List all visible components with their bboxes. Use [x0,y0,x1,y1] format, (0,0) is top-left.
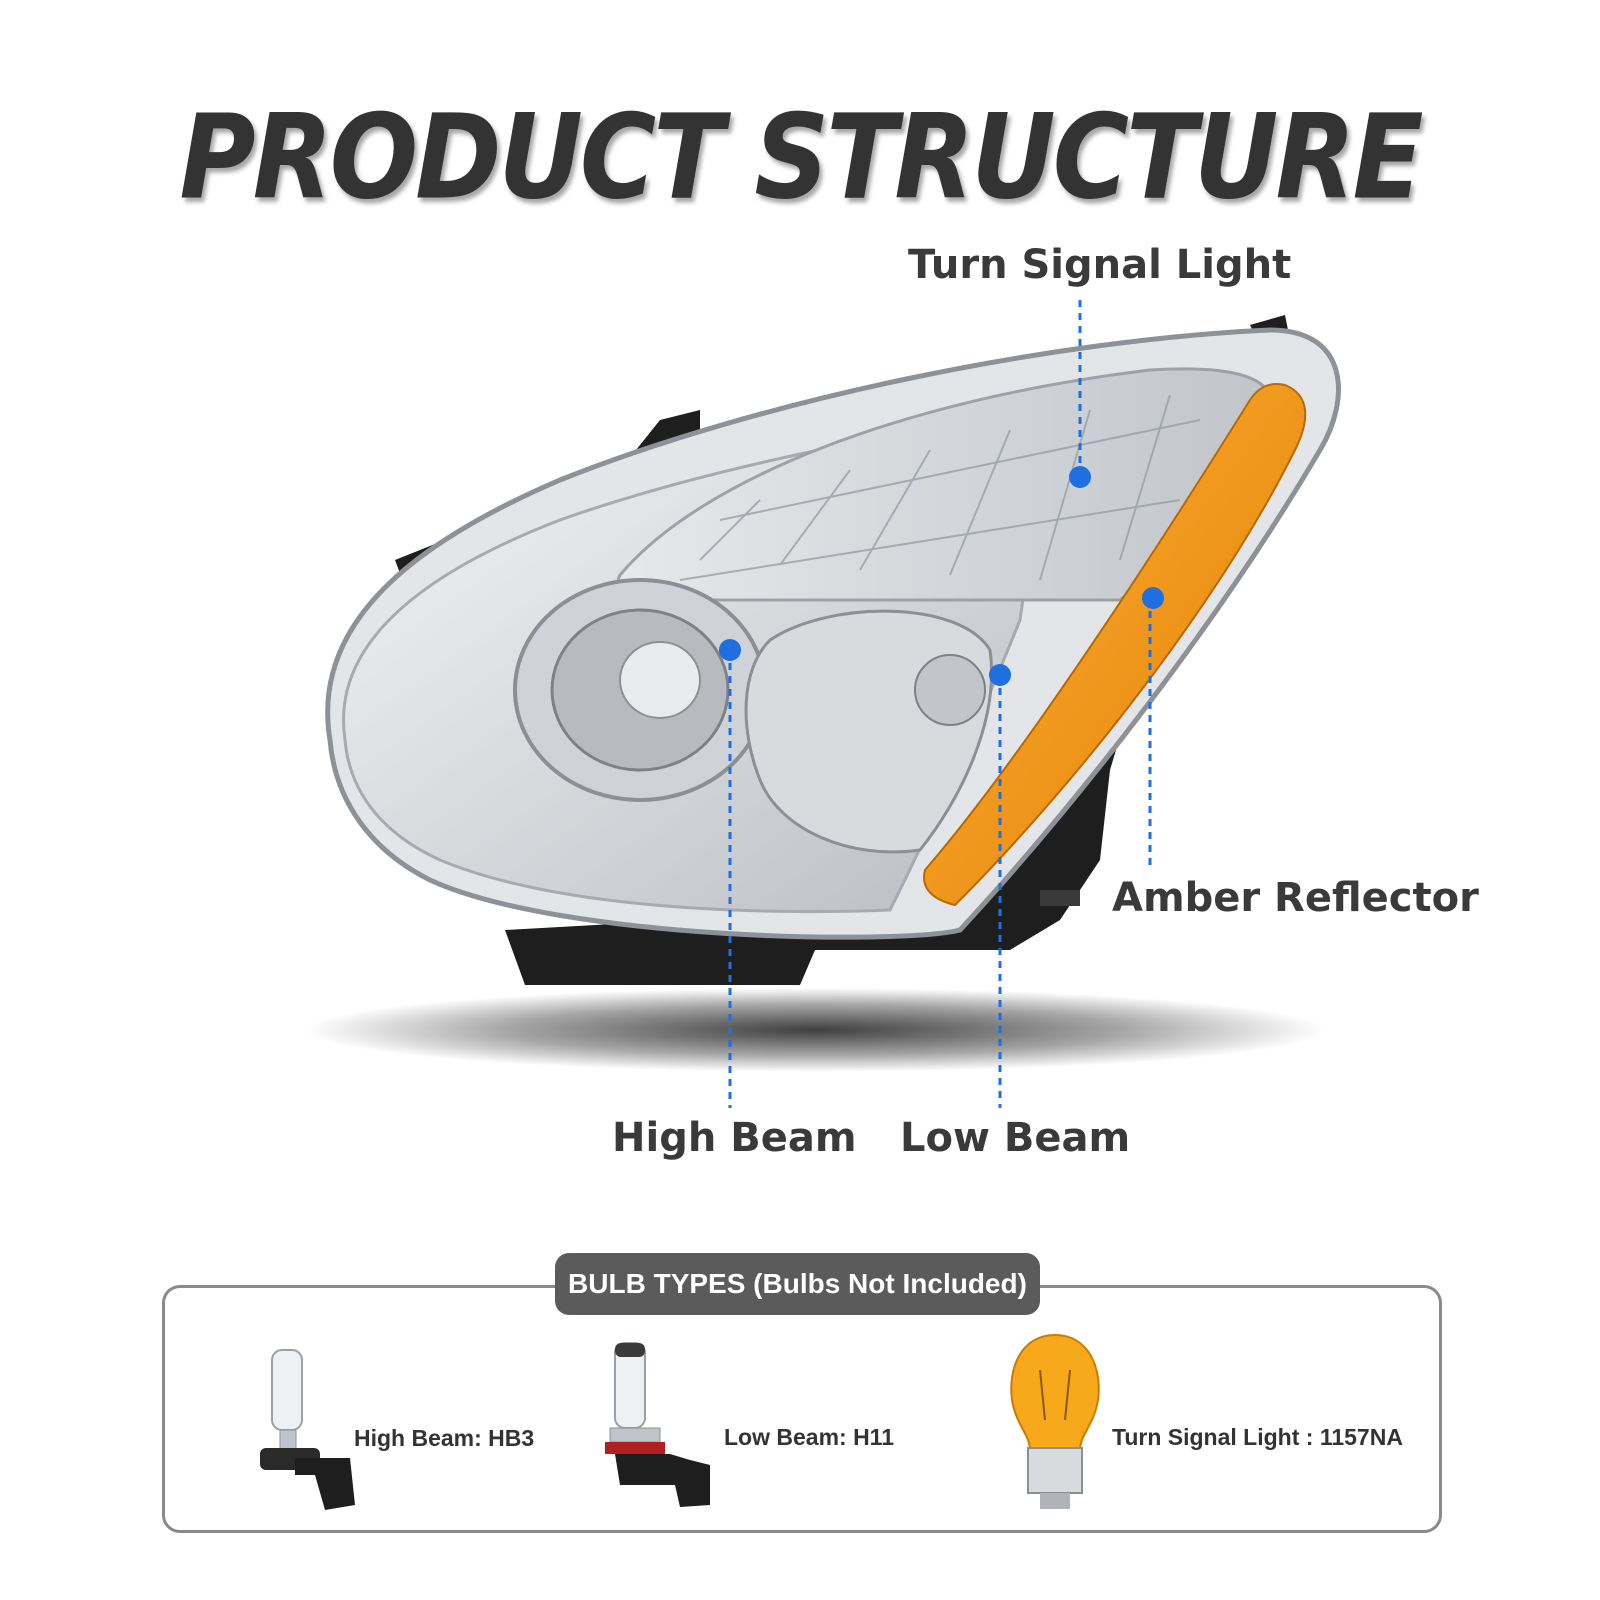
callout-lines [728,300,1152,1108]
reflector-facets [679,394,1201,581]
bulb-label-turn-signal: Turn Signal Light : 1157NA [1112,1424,1403,1450]
bulb-label-high-beam: High Beam: HB3 [354,1425,535,1451]
callout-amber-reflector: Amber Reflector [1112,875,1479,921]
page-title: PRODUCT STRUCTURE [179,88,1423,226]
ground-shadow [305,988,1325,1072]
hb3-bulb-icon [260,1349,355,1510]
callout-low-beam: Low Beam [900,1115,1131,1161]
bulb-types-heading: BULB TYPES (Bulbs Not Included) [555,1253,1040,1315]
low-beam-reflector [744,609,993,854]
callout-high-beam: High Beam [612,1115,857,1161]
callout-turn-signal-light: Turn Signal Light [908,242,1292,288]
amber-reflector-lens [923,382,1307,907]
turn-signal-reflector [616,367,1274,602]
bulb-label-low-beam: Low Beam: H11 [724,1424,894,1450]
1157na-bulb-icon [1010,1333,1100,1509]
h11-bulb-icon [605,1342,710,1507]
high-beam-projector [513,578,767,802]
callout-dots [719,466,1164,686]
